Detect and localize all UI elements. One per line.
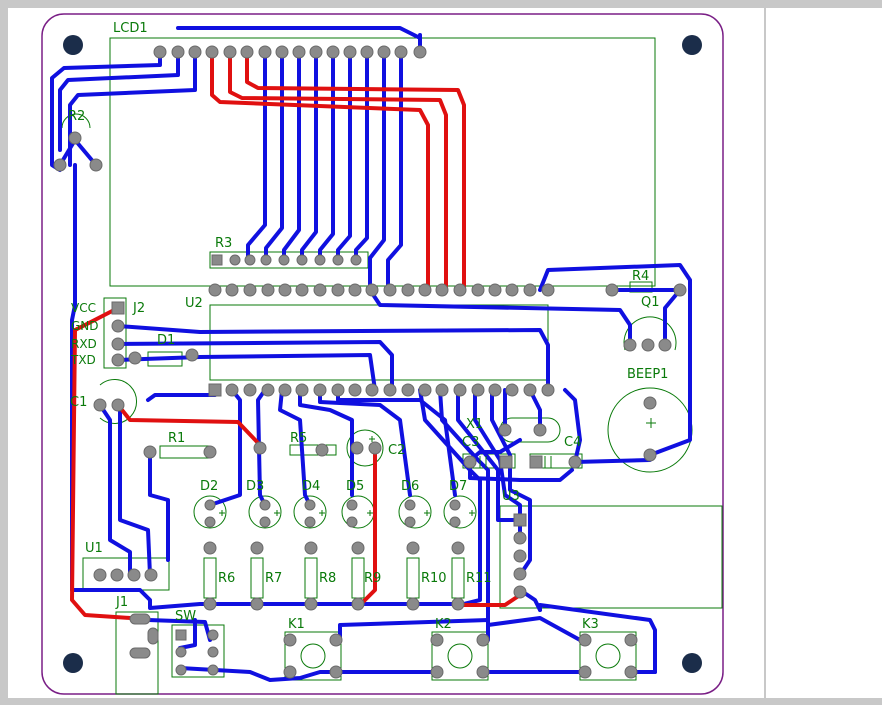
- u2-top-pads: [208, 283, 555, 297]
- lcd1-outline: [109, 37, 656, 287]
- frame-left: [0, 0, 8, 705]
- label-r2: R2: [68, 109, 85, 124]
- mounting-hole: [63, 35, 83, 55]
- label-d7: D7: [449, 479, 467, 494]
- label-r3: R3: [215, 236, 232, 251]
- bottom-copper-layer: [50, 26, 692, 682]
- label-d2: D2: [200, 479, 218, 494]
- frame-top: [0, 0, 882, 8]
- k3-outline: [579, 631, 637, 681]
- u3-outline: [499, 505, 723, 609]
- label-x1: X1: [466, 417, 483, 432]
- pads-layer: [53, 45, 687, 679]
- label-c3: C3: [462, 435, 479, 450]
- k3-actuator: [595, 643, 621, 669]
- mounting-hole: [682, 35, 702, 55]
- q1-outline: [623, 316, 677, 351]
- led-outlines: [193, 495, 477, 529]
- j2-pads: [111, 301, 125, 367]
- label-r7: R7: [265, 571, 282, 586]
- label-u1: U1: [85, 541, 103, 556]
- label-lcd1: LCD1: [113, 21, 148, 36]
- silkscreen-text: LCD1 R2 R3 U2 R4 Q1 J2 VCC GND RXD TXD D…: [68, 21, 668, 632]
- frame-divider: [764, 0, 766, 705]
- label-r4: R4: [632, 269, 649, 284]
- polarity-marks: [219, 418, 656, 516]
- label-q1: Q1: [641, 295, 660, 310]
- label-d3: D3: [246, 479, 264, 494]
- label-r6: R6: [218, 571, 235, 586]
- label-u3: U3: [502, 489, 520, 504]
- label-r1: R1: [168, 431, 185, 446]
- label-c1: C1: [70, 395, 87, 410]
- r3-pads: [211, 254, 362, 266]
- label-k3: K3: [582, 617, 599, 632]
- led-pads: [204, 499, 461, 528]
- label-d5: D5: [346, 479, 364, 494]
- mounting-hole: [682, 653, 702, 673]
- label-r8: R8: [319, 571, 336, 586]
- u3-pads: [513, 513, 527, 599]
- k2-actuator: [447, 643, 473, 669]
- c1-outline: [99, 379, 138, 424]
- r5-outline: [289, 444, 337, 456]
- lcd1-pads: [153, 45, 427, 59]
- label-d4: D4: [302, 479, 320, 494]
- label-k2: K2: [435, 617, 452, 632]
- label-d1: D1: [157, 333, 175, 348]
- k1-actuator: [300, 643, 326, 669]
- label-c2: C2: [388, 443, 405, 458]
- board-outline: [41, 13, 724, 695]
- j2-outline: [103, 297, 127, 369]
- top-copper-layer: [70, 50, 522, 620]
- c2-outline: [346, 429, 384, 467]
- u2-bottom-pads: [208, 383, 555, 397]
- label-d6: D6: [401, 479, 419, 494]
- label-sw: SW: [175, 609, 196, 624]
- frame-bottom: [0, 698, 882, 705]
- r2-outline: [61, 113, 91, 129]
- sw-outline: [171, 624, 225, 678]
- label-rxd: RXD: [71, 337, 97, 351]
- label-k1: K1: [288, 617, 305, 632]
- label-vcc: VCC: [71, 301, 96, 315]
- label-r11: R11: [466, 571, 492, 586]
- label-txd: TXD: [70, 353, 96, 367]
- label-u2: U2: [185, 296, 203, 311]
- button-pads: [283, 633, 638, 679]
- k2-outline: [431, 631, 489, 681]
- label-gnd: GND: [71, 319, 99, 333]
- j1-outline: [115, 611, 159, 695]
- mounting-holes: [63, 35, 702, 673]
- label-r10: R10: [421, 571, 447, 586]
- label-r5: R5: [290, 431, 307, 446]
- label-beep1: BEEP1: [627, 367, 668, 382]
- label-r9: R9: [364, 571, 381, 586]
- resistor-pads: [203, 541, 465, 611]
- label-c4: C4: [564, 435, 581, 450]
- k1-outline: [284, 631, 342, 681]
- mounting-hole: [63, 653, 83, 673]
- label-j2: J2: [132, 301, 145, 316]
- label-j1: J1: [115, 595, 128, 610]
